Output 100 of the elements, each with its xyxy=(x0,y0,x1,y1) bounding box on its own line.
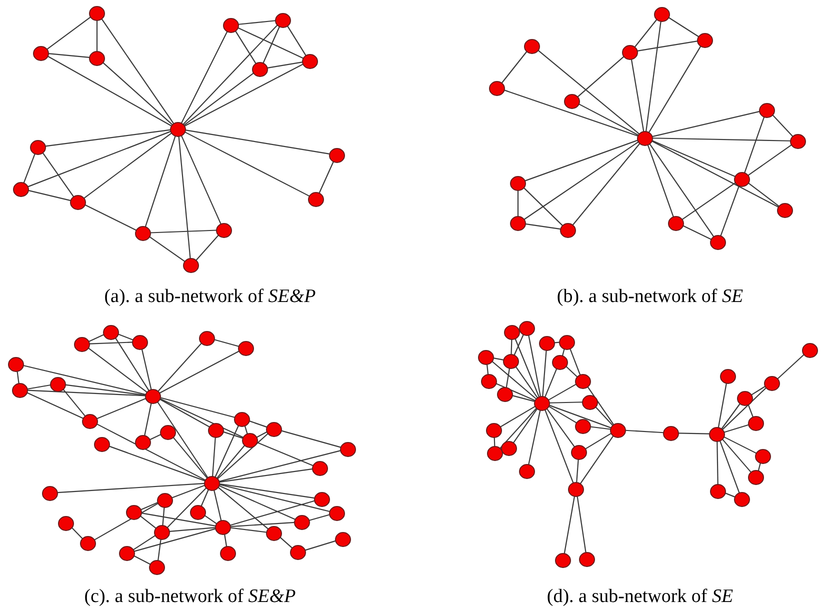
network-link xyxy=(184,131,310,197)
network-link xyxy=(537,50,640,134)
network-link xyxy=(169,526,216,532)
network-link xyxy=(652,140,736,177)
network-link xyxy=(501,50,528,84)
network-node xyxy=(70,194,86,210)
network-link xyxy=(162,506,165,526)
network-node xyxy=(764,376,780,390)
network-node xyxy=(486,422,502,438)
network-node xyxy=(524,38,540,54)
network-link xyxy=(262,26,280,64)
network-node xyxy=(489,80,505,96)
network-node xyxy=(748,416,764,430)
network-link xyxy=(89,342,133,344)
network-link xyxy=(144,402,152,436)
network-node xyxy=(510,216,526,230)
network-link xyxy=(652,110,760,138)
network-node xyxy=(135,434,151,450)
network-link xyxy=(47,56,172,126)
network-link xyxy=(576,495,586,553)
network-node xyxy=(157,492,173,508)
network-link xyxy=(212,436,216,477)
network-link xyxy=(118,334,134,340)
network-link xyxy=(548,384,577,400)
network-link xyxy=(71,526,83,540)
network-node xyxy=(13,182,29,196)
network-node xyxy=(504,324,520,340)
network-link xyxy=(524,141,640,220)
network-link xyxy=(27,384,51,390)
network-link xyxy=(26,392,84,419)
network-node xyxy=(748,470,764,484)
network-node xyxy=(622,44,638,60)
network-link xyxy=(178,135,191,259)
network-link xyxy=(48,53,90,58)
network-node xyxy=(734,172,750,186)
network-link xyxy=(16,370,20,384)
network-node xyxy=(89,50,105,66)
network-link xyxy=(62,388,86,416)
network-link xyxy=(84,132,172,199)
network-link xyxy=(100,18,174,124)
network-link xyxy=(140,502,158,510)
network-link xyxy=(590,426,611,430)
network-node xyxy=(329,506,345,520)
network-node xyxy=(487,446,503,460)
network-node xyxy=(58,516,74,530)
network-link xyxy=(651,140,779,208)
network-link xyxy=(230,522,295,528)
network-link xyxy=(230,527,267,533)
network-node xyxy=(539,336,555,350)
network-node xyxy=(216,222,232,238)
network-link xyxy=(219,484,330,512)
network-node xyxy=(199,330,215,346)
network-link xyxy=(748,182,780,207)
network-link xyxy=(494,436,496,447)
network-node xyxy=(568,482,584,496)
network-link xyxy=(594,406,614,426)
network-link xyxy=(46,16,92,50)
network-node xyxy=(329,148,345,162)
network-link xyxy=(28,190,71,202)
network-link xyxy=(577,56,625,98)
network-node xyxy=(777,202,793,218)
network-link xyxy=(219,483,315,499)
network-node xyxy=(582,394,598,410)
network-link xyxy=(544,408,574,484)
network-node xyxy=(790,134,806,148)
network-link xyxy=(546,408,575,448)
network-link xyxy=(648,45,702,133)
network-link xyxy=(625,430,664,434)
network-node xyxy=(160,424,176,440)
network-link xyxy=(772,114,794,137)
network-link xyxy=(159,398,210,428)
network-link xyxy=(88,347,148,393)
network-link xyxy=(238,27,304,59)
network-link xyxy=(682,182,736,220)
network-link xyxy=(585,432,612,450)
network-node xyxy=(637,130,653,146)
network-link xyxy=(548,406,577,424)
panel-caption: (d). a sub-network of SE xyxy=(546,586,734,608)
network-node xyxy=(266,422,282,436)
network-node xyxy=(720,368,736,384)
network-node xyxy=(534,396,550,410)
network-link xyxy=(572,142,641,226)
network-link xyxy=(248,420,268,428)
network-link xyxy=(634,18,658,48)
network-link xyxy=(718,382,728,428)
network-link xyxy=(65,384,146,396)
network-link xyxy=(564,495,576,554)
network-link xyxy=(500,406,536,428)
panel-caption: (b). a sub-network of SE xyxy=(556,286,744,308)
network-link xyxy=(185,130,330,154)
network-link xyxy=(23,364,146,396)
network-node xyxy=(802,342,818,358)
network-link xyxy=(777,354,805,380)
network-node xyxy=(234,412,250,426)
network-link xyxy=(515,366,538,398)
network-link xyxy=(216,444,246,478)
network-link xyxy=(159,350,240,394)
network-node xyxy=(242,432,258,448)
network-link xyxy=(217,486,269,530)
network-node xyxy=(294,514,310,530)
